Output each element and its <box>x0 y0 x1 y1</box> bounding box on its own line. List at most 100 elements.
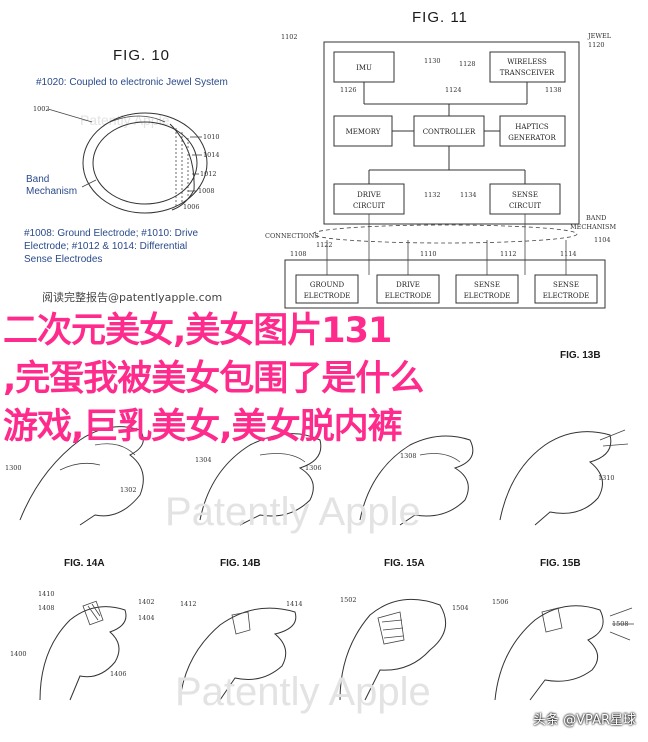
source-line: 阅读完整报告@patentlyapple.com <box>42 291 223 304</box>
sense-electrode-2-label-2: ELECTRODE <box>543 292 590 300</box>
drive-electrode-box <box>376 274 440 304</box>
ref-imu: 1130 <box>424 57 441 65</box>
mid-ref-1300: 1300 <box>5 464 22 472</box>
mid-ref-1302: 1302 <box>120 486 137 494</box>
ref-haptics: 1138 <box>545 86 562 94</box>
bottom-ref-1410: 1410 <box>38 590 55 598</box>
sense-electrode-1-box <box>455 274 519 304</box>
mid-ref-1308: 1308 <box>400 452 417 460</box>
imu-box <box>333 51 395 83</box>
ref-connections: 1122 <box>316 241 333 249</box>
ground-note-line1: #1008: Ground Electrode; #1010: Drive <box>24 228 198 239</box>
overlay-line-2: ,完蛋我被美女包围了是什么 <box>3 359 424 399</box>
sense-electrode-2-box <box>534 274 598 304</box>
fig10-ref-1008: 1008 <box>198 187 215 195</box>
bottom-ref-1502: 1502 <box>340 596 357 604</box>
fig14b-title: FIG. 14B <box>220 558 261 569</box>
band-mech-label-2: MECHANISM <box>570 223 616 231</box>
haptics-box <box>499 115 566 147</box>
hand-sketch-15b <box>494 605 634 701</box>
sense-circuit-label-2: CIRCUIT <box>509 202 541 210</box>
band-mech-label-1: BAND <box>586 214 606 222</box>
ref-band: 1104 <box>594 236 611 244</box>
sense-electrode-1-label-1: SENSE <box>474 281 500 289</box>
overlay-line-1: 二次元美女,美女图片131 <box>3 311 392 351</box>
fig11-jewel: JEWEL <box>587 32 612 40</box>
fig10: FIG. 10 #1020: Coupled to electronic Jew… <box>24 47 228 265</box>
controller-label: CONTROLLER <box>423 128 476 136</box>
bottom-ref-1404: 1404 <box>138 614 155 622</box>
ref-sense-electrode-2: 1114 <box>560 250 577 258</box>
sense-circuit-box <box>489 183 561 215</box>
mid-ref-1310: 1310 <box>598 474 615 482</box>
band-ring-drawing <box>82 112 208 214</box>
bottom-ref-1506: 1506 <box>492 598 509 606</box>
overlay-line-3: 游戏,巨乳美女,美女脱内裤 <box>3 407 403 447</box>
memory-box <box>333 115 393 147</box>
fig15b-title: FIG. 15B <box>540 558 581 569</box>
band-label-line2: Mechanism <box>26 186 77 197</box>
fig11-title: FIG. 11 <box>412 9 468 26</box>
sense-circuit-label-1: SENSE <box>512 191 538 199</box>
ground-electrode-label-1: GROUND <box>310 281 345 289</box>
fig10-ref-1012: 1012 <box>200 170 217 178</box>
hand-sketch-15a <box>339 598 447 701</box>
bottom-ref-1408: 1408 <box>38 604 55 612</box>
ref-ground-electrode: 1108 <box>290 250 307 258</box>
mid-ref-1306: 1306 <box>305 464 322 472</box>
ref-drive-circuit: 1132 <box>424 191 441 199</box>
haptics-label-2: GENERATOR <box>508 134 556 142</box>
ref-memory: 1126 <box>340 86 357 94</box>
fig13-row: FIG. 13B 1300 1302 1304 1306 1308 1310 P… <box>5 350 629 534</box>
ref-sense-circuit: 1134 <box>460 191 477 199</box>
drive-electrode-label-2: ELECTRODE <box>385 292 432 300</box>
credit-watermark: 头条 @VPAR星球 <box>533 713 636 728</box>
bottom-watermark: Patently Apple <box>175 670 431 714</box>
fig10-ref-1006: 1006 <box>183 203 200 211</box>
wireless-label-1: WIRELESS <box>507 58 547 66</box>
fig10-caption: #1020: Coupled to electronic Jewel Syste… <box>36 77 228 88</box>
hand-sketch-14b <box>179 607 297 701</box>
fig14-15-row: FIG. 14A FIG. 14B FIG. 15A FIG. 15B 1410… <box>10 558 634 714</box>
hand-sketch-1 <box>19 426 144 526</box>
fig11-ref-1102: 1102 <box>281 33 298 41</box>
ref-controller: 1124 <box>445 86 462 94</box>
bottom-ref-1400: 1400 <box>10 650 27 658</box>
band-label-line1: Band <box>26 174 49 185</box>
bottom-ref-1412: 1412 <box>180 600 197 608</box>
overlay-headline: 二次元美女,美女图片131 ,完蛋我被美女包围了是什么 游戏,巨乳美女,美女脱内… <box>3 307 648 451</box>
hand-sketch-14a <box>39 600 127 701</box>
fig11: FIG. 11 1102 JEWEL 1120 IMU 1130 WIRELES… <box>265 9 616 309</box>
mid-ref-1304: 1304 <box>195 456 212 464</box>
haptics-label-1: HAPTICS <box>515 123 549 131</box>
bottom-ref-1414: 1414 <box>286 600 303 608</box>
hand-sketch-4 <box>499 429 629 526</box>
wireless-label-2: TRANSCEIVER <box>500 69 555 77</box>
ref-sense-electrode-1: 1112 <box>500 250 517 258</box>
ref-wireless: 1128 <box>459 60 476 68</box>
fig10-watermark: Patently Apple <box>80 112 170 128</box>
fig10-ref-1014: 1014 <box>203 151 220 159</box>
fig13b-title: FIG. 13B <box>560 350 601 361</box>
mid-watermark: Patently Apple <box>165 490 421 534</box>
ground-note-line2: Electrode; #1012 & 1014: Differential <box>24 241 187 252</box>
fig15a-title: FIG. 15A <box>384 558 425 569</box>
connections-label: CONNECTIONS <box>265 232 319 240</box>
bottom-ref-1504: 1504 <box>452 604 469 612</box>
ref-drive-electrode: 1110 <box>420 250 437 258</box>
wireless-box <box>489 51 566 83</box>
imu-label: IMU <box>356 64 372 72</box>
fig14a-title: FIG. 14A <box>64 558 105 569</box>
ground-note-line3: Sense Electrodes <box>24 254 102 265</box>
fig10-title: FIG. 10 <box>113 47 170 64</box>
ground-electrode-label-2: ELECTRODE <box>304 292 351 300</box>
drive-circuit-label-1: DRIVE <box>357 191 381 199</box>
sense-electrode-1-label-2: ELECTRODE <box>464 292 511 300</box>
sense-electrode-2-label-1: SENSE <box>553 281 579 289</box>
hand-sketch-3 <box>359 435 474 526</box>
hand-sketch-2 <box>199 433 322 526</box>
drive-circuit-label-2: CIRCUIT <box>353 202 385 210</box>
memory-label: MEMORY <box>346 128 381 136</box>
